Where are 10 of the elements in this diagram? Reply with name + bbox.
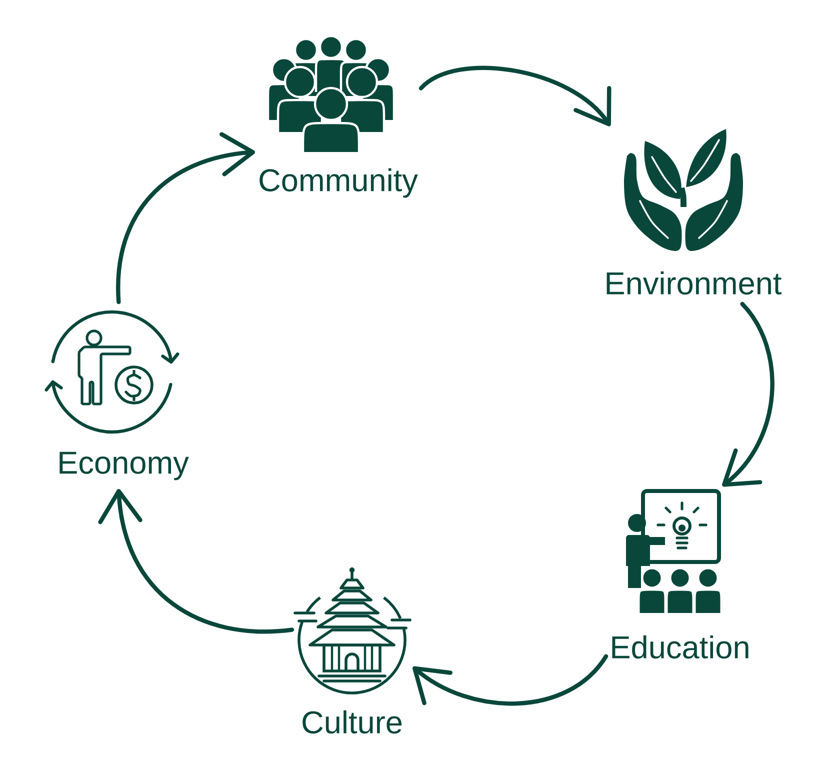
node-label: Education [612,635,748,659]
node-label: Environment [606,271,782,295]
node-label: Economy [60,452,189,480]
arrow [722,302,774,487]
arrow [418,66,612,126]
node-label: Culture [302,710,402,734]
node-label: Community [260,168,418,198]
arrow [412,654,608,706]
arrow [98,488,294,634]
arrow [116,132,255,304]
